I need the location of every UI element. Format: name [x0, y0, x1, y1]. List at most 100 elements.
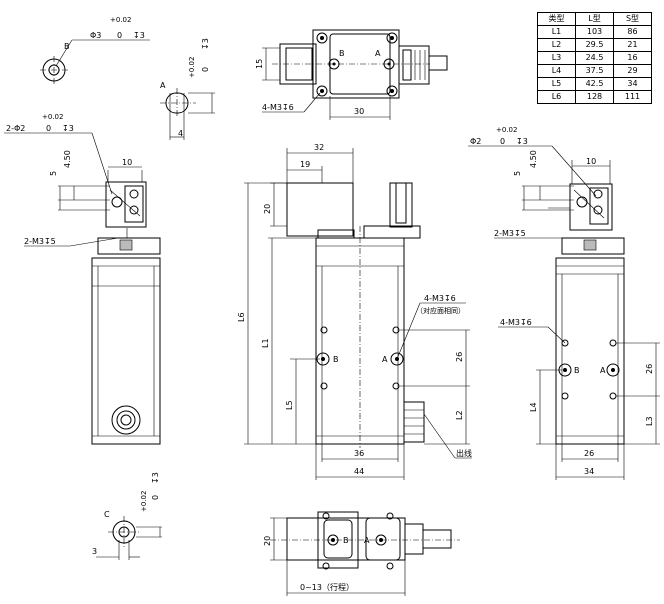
- dimension-table: 类型 L型 S型 L1 103 86 L2 29.5 21 L3 24.5 16…: [537, 12, 652, 104]
- tol-c: +0.02: [140, 491, 148, 512]
- dim-44: 44: [354, 467, 364, 476]
- dim-4: 4: [178, 129, 183, 138]
- depth3-c: ↧3: [151, 472, 160, 484]
- table-cell: 42.5: [575, 77, 614, 91]
- tol-a: +0.02: [188, 57, 196, 78]
- table-header-row: 类型 L型 S型: [537, 12, 652, 26]
- tol-right: +0.02: [496, 126, 517, 134]
- table-row: L4 37.5 29: [537, 64, 652, 78]
- dim-34: 34: [584, 467, 594, 476]
- center-front-view: B A 出线 32 19 20 L6 L1 L5: [237, 143, 472, 480]
- table-header: L型: [575, 12, 614, 26]
- dim-26-front: 26: [455, 352, 464, 362]
- label-a-right: A: [600, 366, 606, 375]
- table-cell: L3: [537, 51, 576, 65]
- table-row: L6 128 111: [537, 90, 652, 104]
- dim-5-left: 5: [49, 171, 58, 176]
- depth3-a: ↧3: [201, 38, 210, 50]
- label-a-detail: A: [160, 81, 166, 90]
- tol-b-zero: 0: [117, 31, 122, 40]
- table-row: L5 42.5 34: [537, 77, 652, 91]
- table-cell: 86: [613, 25, 652, 39]
- table-cell: 24.5: [575, 51, 614, 65]
- label-a-front: A: [382, 355, 388, 364]
- label-b-front: B: [333, 355, 339, 364]
- tol-right-zero: 0: [500, 137, 505, 146]
- tol-b: +0.02: [110, 16, 131, 24]
- table-cell: 103: [575, 25, 614, 39]
- table-cell: L6: [537, 90, 576, 104]
- dim-450-right: 4.50: [529, 150, 538, 168]
- left-depth: ↧3: [62, 124, 74, 133]
- dim-20-front: 20: [263, 204, 272, 214]
- dim-32: 32: [314, 143, 324, 152]
- right-depth: ↧3: [516, 137, 528, 146]
- table-row: L2 29.5 21: [537, 38, 652, 52]
- outlet-label: 出线: [456, 448, 472, 458]
- table-cell: 29.5: [575, 38, 614, 52]
- bottom-view: B A 20 0~13（行程）: [263, 511, 460, 596]
- label-b-right: B: [574, 366, 580, 375]
- table-cell: 16: [613, 51, 652, 65]
- table-cell: L2: [537, 38, 576, 52]
- table-cell: L4: [537, 64, 576, 78]
- label-b-top: B: [339, 49, 345, 58]
- right-side-view: B A 10 5 4.50 +0.02 Φ2 0 ↧3 2-M3↧5 4-M3↧…: [468, 126, 660, 480]
- table-cell: 34: [613, 77, 652, 91]
- dim-450-left: 4.50: [63, 150, 72, 168]
- dim-19: 19: [300, 160, 310, 169]
- top-view: B A 15 30 4-M3↧6: [255, 29, 448, 120]
- dim-26-right: 26: [645, 364, 654, 374]
- center-note: （对应面相同）: [416, 306, 465, 315]
- left-holes-callout: 2-Φ2: [6, 124, 25, 133]
- table-cell: 128: [575, 90, 614, 104]
- center-m3-callout: 4-M3↧6: [424, 294, 456, 303]
- dim-10-left: 10: [122, 158, 132, 167]
- label-c: C: [104, 510, 110, 519]
- dim-5-right: 5: [513, 171, 522, 176]
- table-cell: 37.5: [575, 64, 614, 78]
- right-hole-callout: Φ2: [470, 137, 481, 146]
- dim-l5: L5: [285, 400, 294, 410]
- phi3-callout: Φ3: [90, 31, 101, 40]
- tol-a-zero: 0: [201, 67, 210, 72]
- label-a-top: A: [375, 49, 381, 58]
- dim-3: 3: [92, 547, 97, 556]
- dim-l1: L1: [261, 338, 270, 348]
- top-m3-callout: 4-M3↧6: [262, 103, 294, 112]
- label-b-bottom: B: [343, 536, 349, 545]
- tol-left-zero: 0: [46, 124, 51, 133]
- detail-a: 4 A +0.02 0 ↧3: [160, 38, 215, 140]
- dim-30: 30: [354, 107, 364, 116]
- dim-l4: L4: [529, 402, 538, 412]
- dim-l6: L6: [237, 312, 246, 322]
- dim-15: 15: [255, 59, 264, 69]
- depth3-b: ↧3: [133, 31, 145, 40]
- dim-26-bottom-right: 26: [584, 449, 594, 458]
- tol-left: +0.02: [42, 113, 63, 121]
- table-cell: L1: [537, 25, 576, 39]
- dim-20-bottom: 20: [263, 536, 272, 546]
- label-b-detail: B: [64, 42, 70, 51]
- detail-b: B +0.02 Φ3 0 ↧3: [40, 16, 150, 84]
- left-m3-callout: 2-M3↧5: [24, 237, 56, 246]
- left-side-view: 10 5 4.50 +0.02 2-Φ2 0 ↧3 2-M3↧5: [4, 113, 161, 445]
- table-cell: 111: [613, 90, 652, 104]
- dim-l3: L3: [645, 416, 654, 426]
- label-a-bottom: A: [364, 536, 370, 545]
- dim-36: 36: [354, 449, 364, 458]
- dim-10-right: 10: [586, 157, 596, 166]
- table-cell: 29: [613, 64, 652, 78]
- table-header: S型: [613, 12, 652, 26]
- tol-c-zero: 0: [151, 495, 160, 500]
- dim-l2: L2: [455, 410, 464, 420]
- detail-c: C +0.02 0 ↧3 3: [92, 472, 162, 560]
- right-body-m3-callout: 4-M3↧6: [500, 318, 532, 327]
- right-m3-callout: 2-M3↧5: [494, 229, 526, 238]
- table-row: L1 103 86: [537, 25, 652, 39]
- table-row: L3 24.5 16: [537, 51, 652, 65]
- table-cell: L5: [537, 77, 576, 91]
- stroke-label: 0~13（行程）: [300, 582, 354, 592]
- table-cell: 21: [613, 38, 652, 52]
